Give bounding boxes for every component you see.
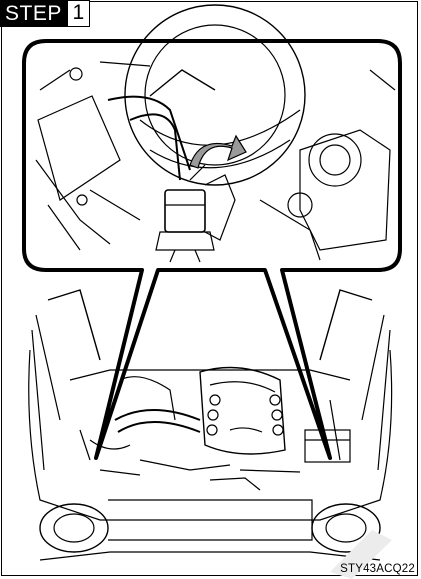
figure-code: STY43ACQ22 (340, 563, 415, 575)
engine-bay (29, 290, 392, 560)
